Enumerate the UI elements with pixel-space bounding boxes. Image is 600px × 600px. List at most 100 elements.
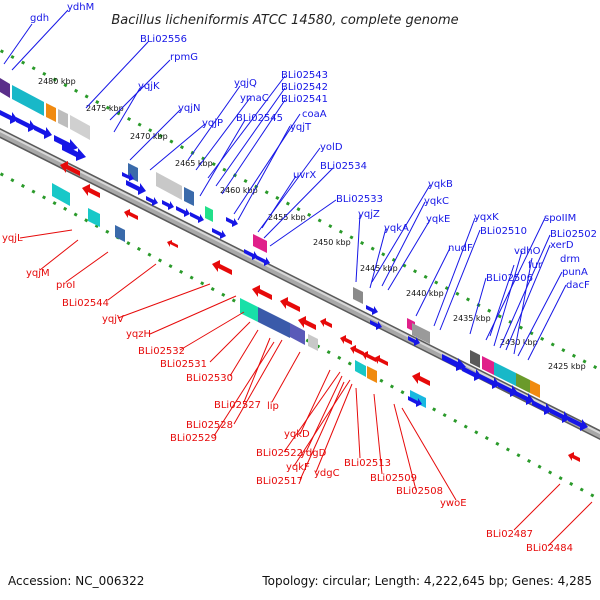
feature-band (516, 373, 530, 393)
gene-label: ywoE (440, 498, 467, 509)
feature-band (156, 172, 182, 200)
gene-label: nudF (448, 243, 473, 254)
forward-gene-arrow (256, 255, 270, 266)
feature-band (0, 78, 10, 98)
forward-gene-arrow (366, 305, 378, 315)
reverse-genes (60, 161, 580, 462)
feature-band (530, 380, 540, 398)
gene-label: BLi02545 (236, 113, 283, 124)
gene-label: ydhM (67, 2, 94, 13)
accession-text: Accession: NC_006322 (8, 574, 144, 588)
kbp-label: 2455 kbp (268, 213, 306, 222)
gene-label: yqjM (26, 268, 50, 279)
feature-band (12, 85, 44, 116)
feature-band (253, 234, 267, 253)
gene-label: lip (267, 401, 279, 412)
forward-gene-arrow (176, 206, 190, 217)
gene-label: yqkA (384, 223, 409, 234)
gene-label: ydgC (314, 468, 340, 479)
feature-band (58, 109, 68, 128)
gene-label: BLi02541 (281, 94, 328, 105)
gene-label: BLi02544 (62, 298, 109, 309)
reverse-gene-arrow (374, 355, 388, 366)
gene-label: BLi02506 (486, 273, 533, 284)
reverse-gene-arrow (568, 452, 580, 462)
gene-label: rpmG (170, 52, 198, 63)
kbp-label: 2470 kbp (130, 132, 168, 141)
gene-label: BLi02502 (550, 229, 597, 240)
gene-label: BLi02542 (281, 82, 328, 93)
feature-band (184, 187, 194, 206)
forward-gene-arrow (226, 217, 238, 227)
feature-band (115, 225, 125, 242)
forward-gene-arrow (126, 180, 146, 195)
forward-gene-arrow (408, 336, 420, 346)
feature-band (290, 323, 305, 345)
scale-line-inner (0, 171, 600, 502)
gene-label: BLi02533 (336, 194, 383, 205)
gene-label: dacF (566, 280, 590, 291)
gene-label: yqzH (126, 329, 151, 340)
forward-gene-arrow (442, 354, 466, 371)
reverse-gene-arrow (362, 351, 376, 362)
gene-label: BLi02532 (138, 346, 185, 357)
forward-gene-arrow (54, 135, 78, 152)
gene-label: BLi02517 (256, 476, 303, 487)
gene-label: BLi02534 (320, 161, 367, 172)
forward-gene-arrow (122, 172, 134, 181)
forward-gene-arrow (162, 200, 174, 210)
gene-label: spoIIM (544, 213, 576, 224)
gene-label: yqkF (286, 462, 310, 473)
feature-band (355, 360, 366, 377)
forward-gene-arrow (498, 382, 518, 397)
feature-band (412, 323, 430, 344)
gene-label: BLi02530 (186, 373, 233, 384)
forward-gene-arrow (0, 110, 18, 124)
forward-gene-arrow (212, 228, 226, 239)
reverse-gene-arrow (167, 240, 178, 248)
gene-label: yqjL (2, 233, 23, 244)
gene-label: coaA (302, 109, 327, 120)
feature-band (205, 206, 213, 222)
forward-gene-arrow (16, 117, 36, 132)
gene-label: BLi02522 (256, 448, 303, 459)
forward-gene-arrow (514, 390, 534, 405)
forward-gene-arrow (34, 125, 52, 139)
kbp-label: 2475 kbp (86, 104, 124, 113)
forward-gene-arrow (568, 416, 588, 431)
gene-label: BLi02513 (344, 458, 391, 469)
forward-gene-arrow (370, 320, 382, 330)
reverse-gene-arrow (350, 345, 364, 356)
gene-label: BLi02529 (170, 433, 217, 444)
gene-label: yqjT (290, 122, 312, 133)
gene-label: vdhO (514, 246, 541, 257)
reverse-gene-arrow (298, 316, 316, 330)
kbp-label: 2445 kbp (360, 264, 398, 273)
feature-band (353, 287, 363, 304)
gene-label: drm (560, 254, 580, 265)
feature-band (52, 183, 70, 206)
forward-gene-arrow (146, 196, 158, 206)
gene-label: BLi02528 (186, 420, 233, 431)
gene-label: yqkC (424, 196, 449, 207)
feature-band (308, 334, 318, 351)
reverse-leaders (19, 229, 593, 547)
gene-label: BLi02531 (160, 359, 207, 370)
gene-label: ymaC (240, 93, 269, 104)
gene-label: BLi02556 (140, 34, 187, 45)
reverse-gene-arrow (320, 318, 332, 328)
kbp-labels: 2480 kbp 2475 kbp 2470 kbp 2465 kbp 2460… (38, 77, 586, 371)
gene-label: yqjZ (358, 209, 380, 220)
gene-label: BLi02487 (486, 529, 533, 540)
gene-label: BLi02508 (396, 486, 443, 497)
feature-bands (0, 78, 540, 408)
reverse-gene-arrow (82, 184, 100, 198)
feature-band (258, 307, 290, 338)
gene-label: fur (528, 260, 543, 271)
kbp-label: 2460 kbp (220, 186, 258, 195)
forward-genes (0, 110, 588, 431)
forward-gene-labels: gdh ydhM BLi02556 rpmG yqjK yqjQ ymaC BL… (30, 2, 597, 291)
kbp-label: 2450 kbp (313, 238, 351, 247)
gene-label: yqjK (138, 81, 160, 92)
